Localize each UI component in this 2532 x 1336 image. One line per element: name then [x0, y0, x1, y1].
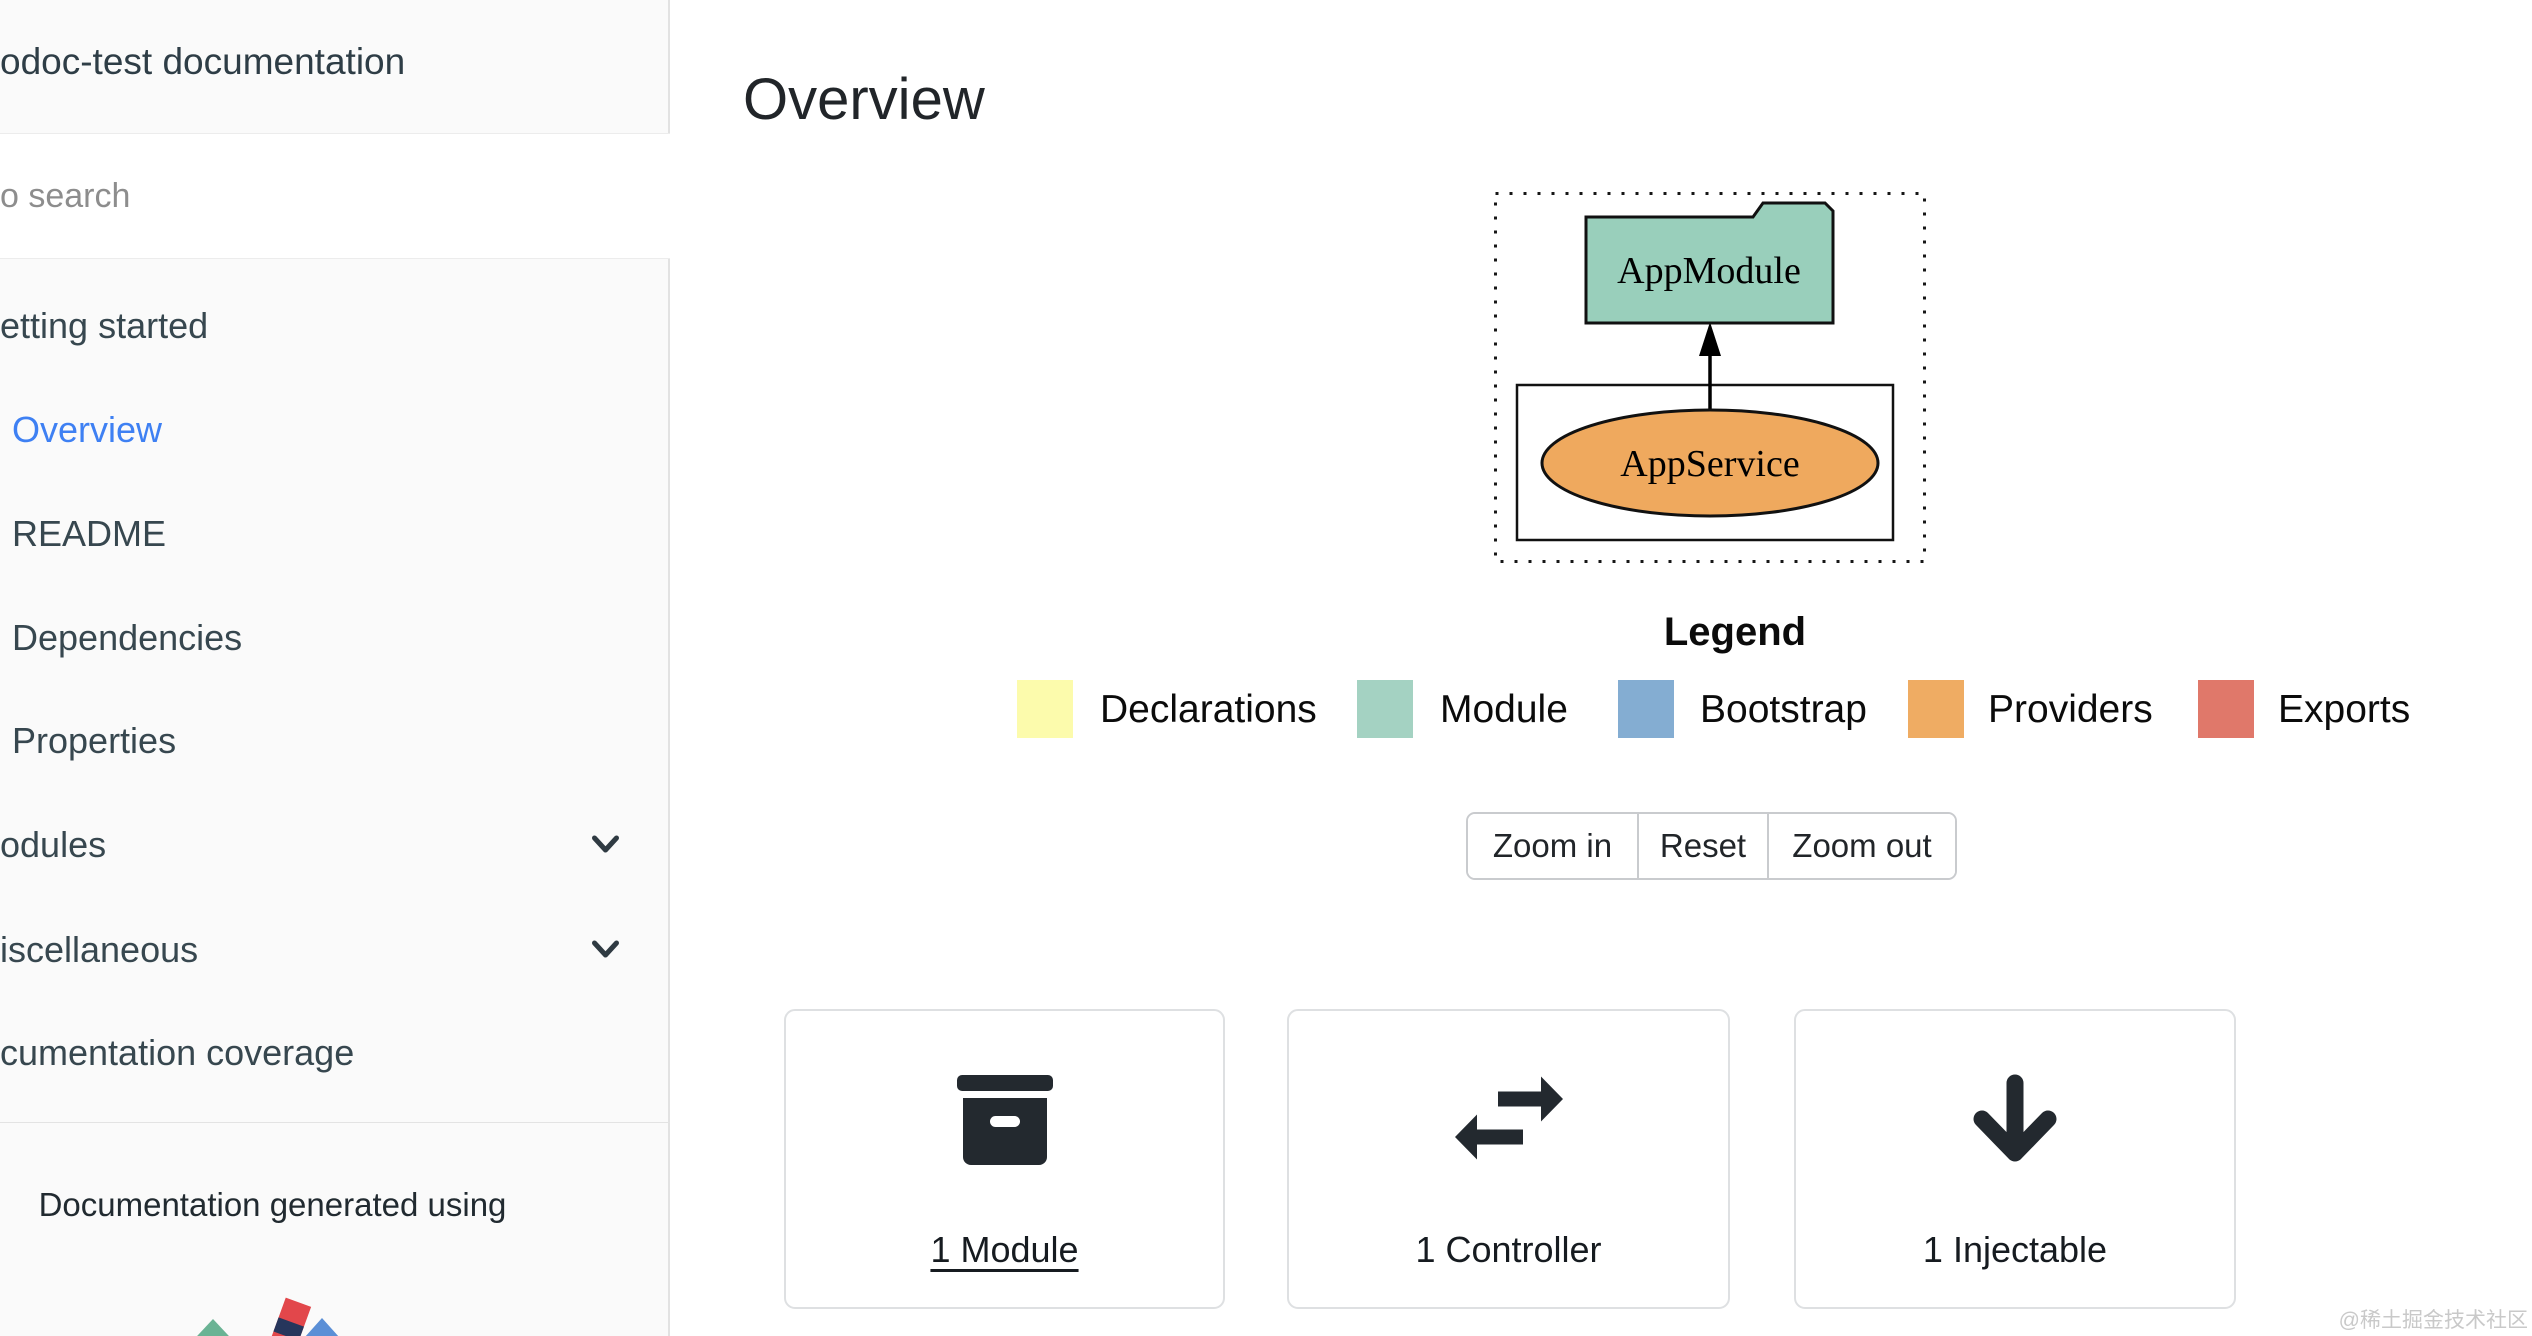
zoom-in-button[interactable]: Zoom in	[1468, 814, 1637, 878]
sidebar-item-getting-started[interactable]: etting started	[0, 305, 209, 346]
legend-swatch-declarations	[1017, 680, 1073, 738]
legend-swatch-exports	[2198, 680, 2254, 738]
svg-text:AppModule: AppModule	[1617, 250, 1801, 292]
sidebar-divider	[0, 1122, 670, 1123]
sidebar-item-dependencies[interactable]: Dependencies	[12, 617, 243, 658]
legend-label: Exports	[2278, 688, 2411, 731]
module-count-link[interactable]: 1 Module	[930, 1229, 1079, 1270]
svg-text:AppService: AppService	[1620, 443, 1799, 485]
controller-count-label: 1 Controller	[1415, 1229, 1602, 1270]
archive-icon	[956, 1075, 1053, 1165]
graph-node-appservice[interactable]: AppService	[1540, 408, 1880, 518]
generated-using-text: Documentation generated using	[38, 1186, 507, 1223]
chevron-down-icon[interactable]	[592, 940, 619, 960]
sidebar-item-overview[interactable]: Overview	[12, 409, 163, 450]
stat-card-controllers: 1 Controller	[1287, 1009, 1730, 1309]
legend-label: Module	[1440, 688, 1568, 731]
chevron-down-icon[interactable]	[592, 835, 619, 855]
page-title: Overview	[743, 66, 985, 132]
graph-node-appmodule[interactable]: AppModule	[1584, 201, 1835, 325]
legend-title: Legend	[1663, 610, 1807, 654]
legend-label: Bootstrap	[1700, 688, 1867, 731]
reset-button[interactable]: Reset	[1637, 814, 1767, 878]
sidebar-item-documentation-coverage[interactable]: cumentation coverage	[0, 1032, 355, 1073]
module-graph: AppModule AppService	[1494, 192, 1926, 563]
doc-title: odoc-test documentation	[0, 41, 406, 82]
graph-edge-arrow	[1699, 322, 1721, 410]
search-input[interactable]	[0, 134, 670, 258]
arrows-left-right-icon	[1454, 1076, 1563, 1160]
legend-label: Providers	[1988, 688, 2153, 731]
legend-swatch-module	[1357, 680, 1413, 738]
graph-zoom-controls: Zoom in Reset Zoom out	[1466, 812, 1957, 880]
sidebar: odoc-test documentation etting started O…	[0, 0, 670, 1336]
sidebar-item-modules[interactable]: odules	[0, 825, 670, 865]
watermark: @稀土掘金技术社区	[2338, 1309, 2528, 1332]
stat-card-injectables: 1 Injectable	[1794, 1009, 2236, 1309]
legend-swatch-bootstrap	[1618, 680, 1674, 738]
stat-card-modules: 1 Module	[784, 1009, 1225, 1309]
compodoc-logo-icon	[197, 1297, 339, 1336]
arrow-down-icon	[1973, 1074, 2057, 1162]
zoom-out-button[interactable]: Zoom out	[1767, 814, 1955, 878]
module-count-label: 1 Module	[786, 1229, 1223, 1271]
legend-label: Declarations	[1100, 688, 1317, 731]
search-band	[0, 133, 670, 259]
sidebar-item-properties[interactable]: Properties	[12, 720, 177, 761]
legend-swatch-providers	[1908, 680, 1964, 738]
injectable-count-label: 1 Injectable	[1922, 1229, 2108, 1270]
sidebar-item-readme[interactable]: README	[12, 513, 167, 554]
sidebar-item-miscellaneous[interactable]: iscellaneous	[0, 930, 670, 970]
